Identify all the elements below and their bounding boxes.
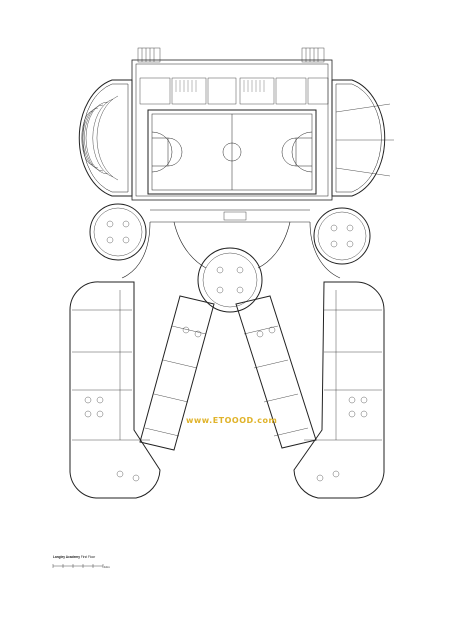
top-stairs — [137, 47, 325, 63]
lower-right-wing — [293, 281, 385, 499]
drawing-caption: Langley Academy First Floor — [53, 555, 95, 559]
scale-bar — [52, 564, 104, 568]
auditorium-wing — [78, 79, 133, 197]
right-top-wing — [331, 79, 394, 197]
scale-bar-label: 10m — [104, 565, 110, 569]
lower-middle-right-wing — [235, 295, 317, 449]
caption-subtitle: First Floor — [80, 555, 96, 559]
watermark-text: www.ETOOOD.com — [186, 416, 278, 425]
lower-middle-left-wing — [139, 295, 215, 451]
lower-left-wing — [69, 281, 161, 499]
furniture — [84, 220, 368, 482]
caption-title: Langley Academy — [53, 555, 80, 559]
round-pods — [89, 203, 371, 313]
corridor — [121, 209, 341, 279]
gym-block — [131, 59, 333, 201]
basketball-court — [147, 109, 317, 195]
